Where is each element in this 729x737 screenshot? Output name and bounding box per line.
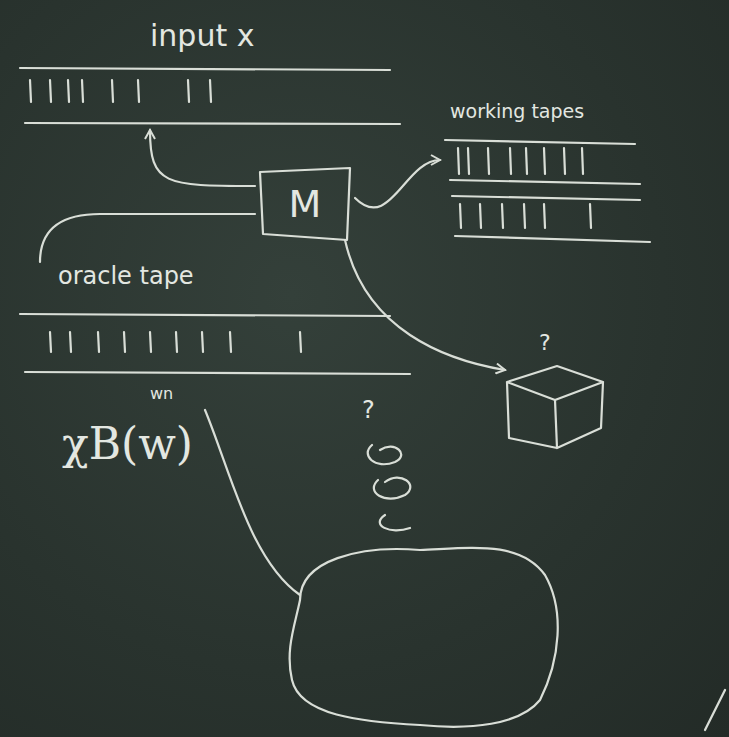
oracle-box: ? <box>495 330 613 450</box>
chalk-outline <box>440 100 722 252</box>
connector <box>345 240 505 370</box>
question-mark: ? <box>362 396 375 424</box>
oracle-cloud <box>290 548 558 727</box>
characteristic-function: χB(w) <box>62 418 193 469</box>
machine-name: M <box>289 182 322 226</box>
tape-label: oracle tape <box>58 262 194 290</box>
connector <box>40 214 255 262</box>
tape: input x <box>20 18 400 130</box>
tape: oracle tape <box>20 262 410 377</box>
thought-swirl <box>368 445 411 530</box>
chalk-outline <box>495 330 613 450</box>
oracle-query-stroke <box>205 410 300 595</box>
machine-box: M <box>255 168 355 240</box>
tape-label: input x <box>150 18 254 53</box>
tape: working tapes <box>440 100 722 252</box>
tape-label: working tapes <box>450 100 584 122</box>
query-word: wn <box>150 384 173 403</box>
connector <box>150 130 255 186</box>
tape-label: ? <box>539 330 551 355</box>
board-edge <box>705 690 725 730</box>
connector <box>355 160 440 207</box>
